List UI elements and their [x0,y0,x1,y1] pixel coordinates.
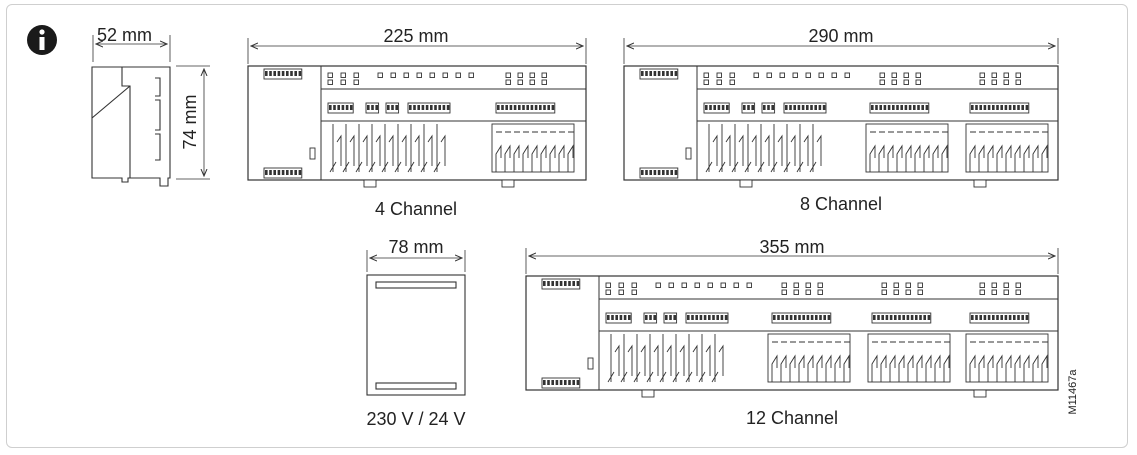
side-height-label: 74 mm [180,94,200,149]
controller-8-channel-drawing [623,38,1059,188]
ch8-width-label: 290 mm [808,26,873,46]
side-view-drawing [91,35,210,187]
transformer-width-label: 78 mm [388,237,443,257]
controller-4-channel-drawing [247,38,587,188]
figure-id: M11467a [1067,369,1079,415]
ch4-caption: 4 Channel [375,199,457,219]
ch12-width-label: 355 mm [759,237,824,257]
transformer-caption: 230 V / 24 V [366,409,465,429]
diagram-frame [6,4,1128,448]
ch4-width-label: 225 mm [383,26,448,46]
transformer-drawing [366,250,466,396]
ch8-caption: 8 Channel [800,194,882,214]
info-icon [27,25,57,55]
ch12-caption: 12 Channel [746,408,838,428]
side-width-label: 52 mm [97,25,152,45]
controller-12-channel-drawing [525,248,1059,398]
